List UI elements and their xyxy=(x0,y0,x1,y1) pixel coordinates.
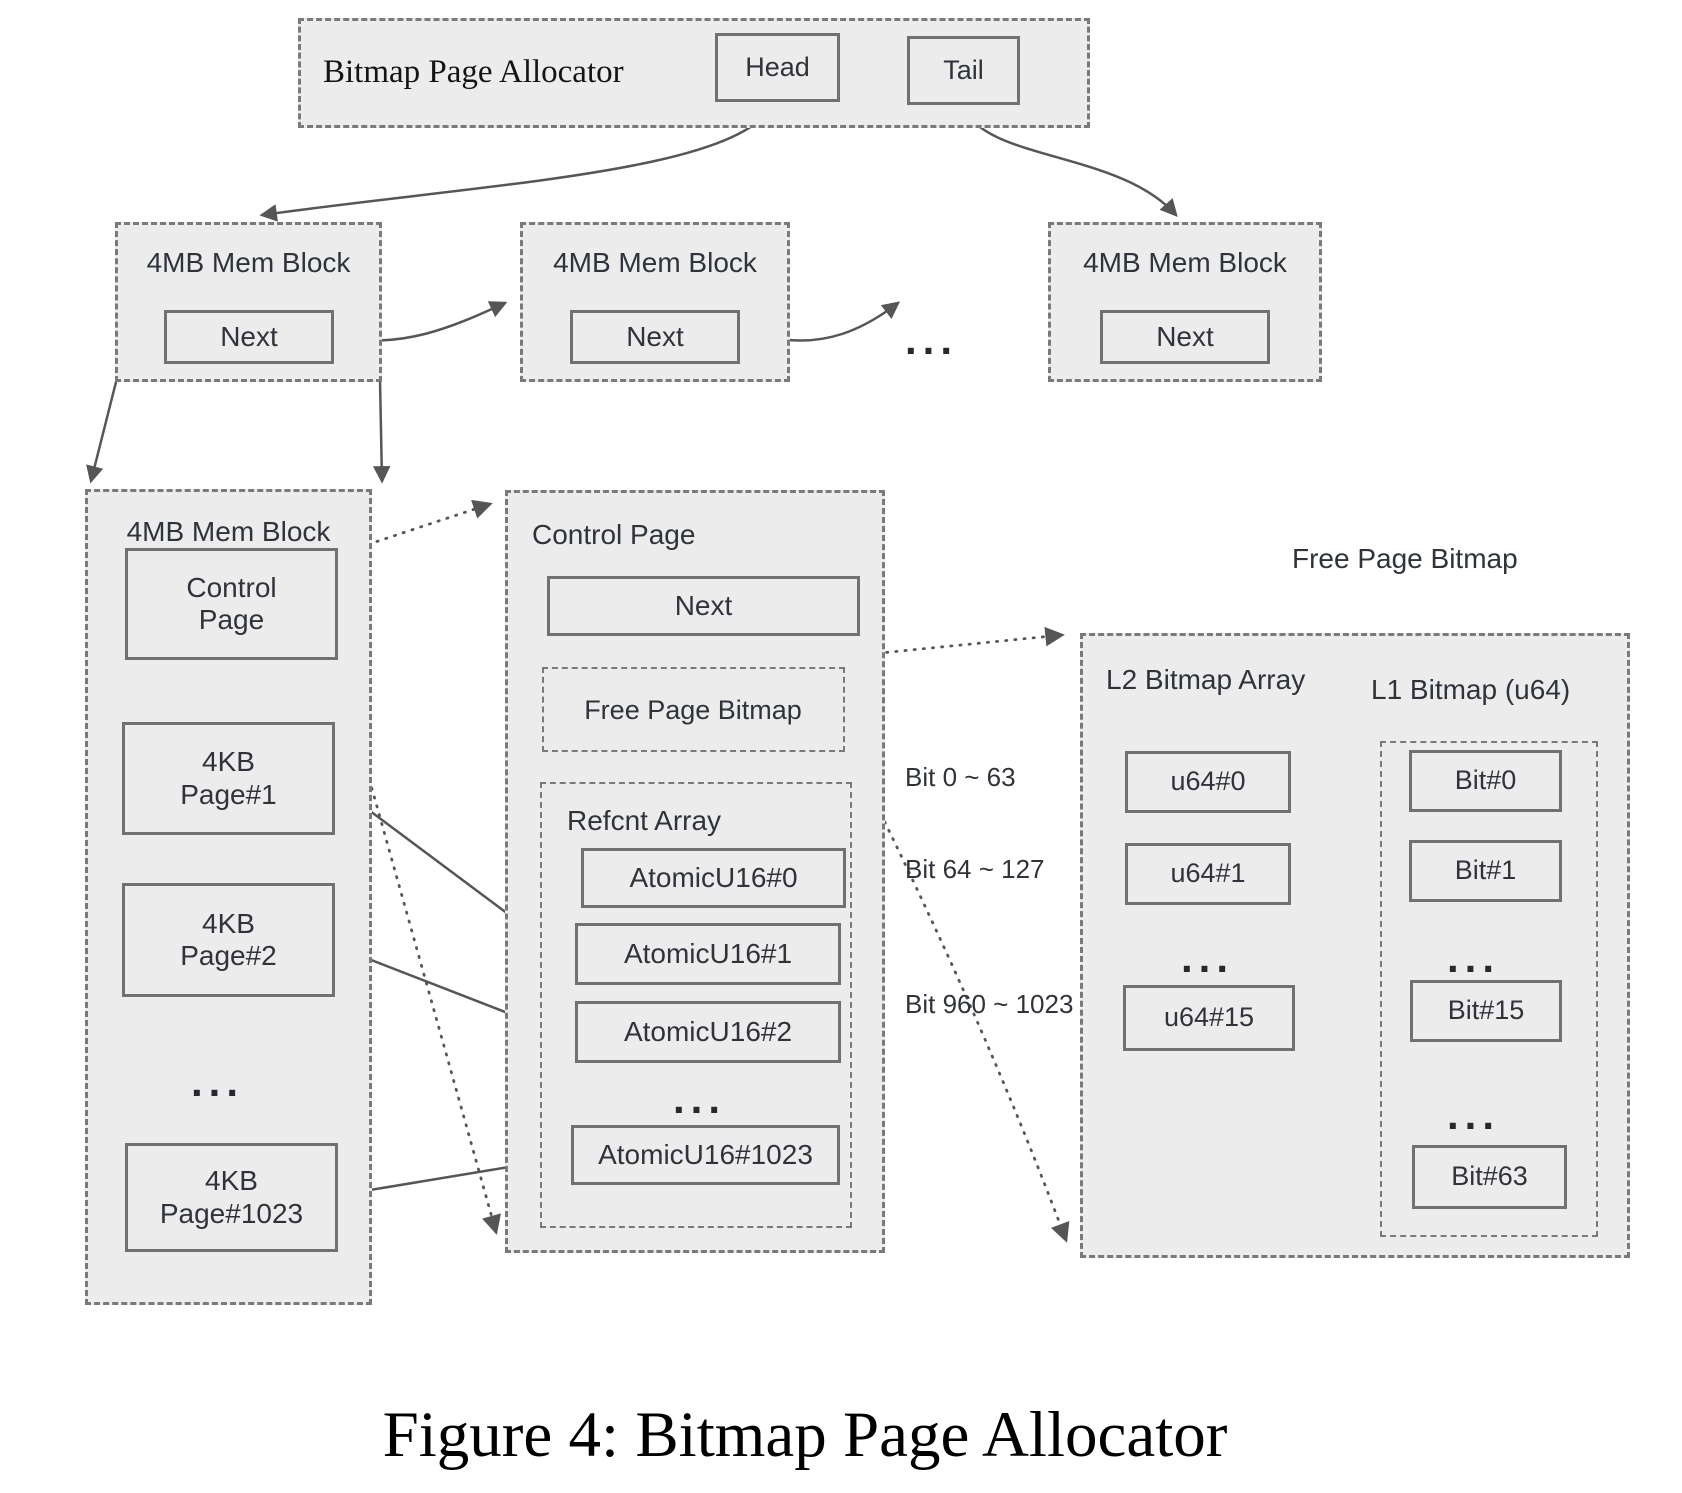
mem-block-2-next: Next xyxy=(570,310,740,364)
detail-mem-block-label: 4MB Mem Block xyxy=(126,516,331,547)
u64-15-node: u64#15 xyxy=(1123,985,1295,1051)
figure-caption: Figure 4: Bitmap Page Allocator xyxy=(382,1399,1228,1471)
bit-range-960-1023: Bit 960 ~ 1023 xyxy=(905,989,1074,1019)
atomic0-node: AtomicU16#0 xyxy=(581,848,846,908)
mem-block-1-next: Next xyxy=(164,310,334,364)
atomic2-node: AtomicU16#2 xyxy=(575,1001,841,1063)
l1-bitmap-label: L1 Bitmap (u64) xyxy=(1371,674,1571,705)
free-page-bitmap-title: Free Page Bitmap xyxy=(1292,543,1518,574)
u64-1-node: u64#1 xyxy=(1125,843,1291,905)
mem-block-2-label: 4MB Mem Block xyxy=(553,247,757,278)
control-page-node: Control Page xyxy=(125,548,338,660)
detail-mem-block: 4MB Mem Block Control Page 4KB Page#1 4K… xyxy=(85,489,372,1305)
page1023-node: 4KB Page#1023 xyxy=(125,1143,338,1252)
control-page-title: Control Page xyxy=(532,519,696,550)
free-page-bitmap-field-label: Free Page Bitmap xyxy=(584,695,802,725)
l1-bitmap-box: Bit#0 Bit#1 ... Bit#15 ... Bit#63 xyxy=(1380,741,1598,1237)
refcnt-array-label: Refcnt Array xyxy=(567,805,722,836)
atomic1-node: AtomicU16#1 xyxy=(575,923,841,985)
refcnt-array-box: Refcnt Array AtomicU16#0 AtomicU16#1 Ato… xyxy=(540,782,852,1228)
bit-0-node: Bit#0 xyxy=(1409,750,1562,812)
mem-block-3: 4MB Mem Block Next xyxy=(1048,222,1322,382)
mem-block-1: 4MB Mem Block Next xyxy=(115,222,382,382)
bit-63-node: Bit#63 xyxy=(1412,1145,1567,1209)
control-page-next-node: Next xyxy=(547,576,860,636)
mem-block-3-next: Next xyxy=(1100,310,1270,364)
bit-1-node: Bit#1 xyxy=(1409,840,1562,902)
l2-ellipsis: ... xyxy=(1181,934,1235,981)
refcnt-ellipsis: ... xyxy=(673,1075,727,1122)
arrow-block1-to-detail-left xyxy=(86,381,118,484)
head-node: Head xyxy=(715,33,840,102)
atomic1023-node: AtomicU16#1023 xyxy=(571,1125,840,1185)
page1-node: 4KB Page#1 xyxy=(122,722,335,835)
free-page-bitmap-box: L2 Bitmap Array L1 Bitmap (u64) u64#0 u6… xyxy=(1080,633,1630,1258)
u64-0-node: u64#0 xyxy=(1125,751,1291,813)
free-page-bitmap-field: Free Page Bitmap xyxy=(542,667,845,752)
arrow-block1-to-detail-right xyxy=(372,379,391,484)
pages-ellipsis: ... xyxy=(191,1058,245,1105)
mem-block-1-label: 4MB Mem Block xyxy=(146,247,351,278)
control-page-box: Control Page Next Free Page Bitmap Refcn… xyxy=(505,490,885,1253)
mem-block-2: 4MB Mem Block Next xyxy=(520,222,790,382)
mem-block-3-label: 4MB Mem Block xyxy=(1083,247,1287,278)
bit-range-64-127: Bit 64 ~ 127 xyxy=(905,854,1045,884)
page2-node: 4KB Page#2 xyxy=(122,883,335,997)
mem-block-row-ellipsis: ... xyxy=(905,316,959,363)
tail-node: Tail xyxy=(907,36,1020,105)
l2-bitmap-array-label: L2 Bitmap Array xyxy=(1106,664,1306,695)
l1-ellipsis-bottom: ... xyxy=(1447,1091,1501,1138)
allocator-title: Bitmap Page Allocator xyxy=(323,54,624,90)
l1-ellipsis-top: ... xyxy=(1447,934,1501,981)
bit-range-0-63: Bit 0 ~ 63 xyxy=(905,762,1016,792)
bit-15-node: Bit#15 xyxy=(1410,980,1562,1042)
